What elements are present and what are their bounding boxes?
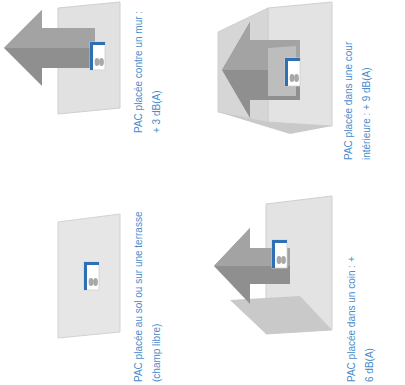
wall-scene [4, 2, 120, 114]
caption-text: PAC placée au sol ou sur une terrasse (c… [130, 202, 165, 382]
caption-label: PAC placée au sol ou sur une terrasse (c… [130, 202, 165, 382]
free-field-scene [58, 214, 120, 338]
caption-text: PAC placée dans un coin : + 6 dB(A) [343, 254, 378, 382]
caption-label: PAC placée contre un mur : + 3 dB(A) [130, 5, 165, 133]
caption-label: PAC placée dans une cour intérieure : + … [340, 14, 375, 160]
caption-label: PAC placée dans un coin : + 6 dB(A) [343, 254, 378, 382]
caption-text: PAC placée dans une cour intérieure : + … [340, 14, 375, 160]
corner-scene [214, 196, 332, 334]
courtyard-scene [218, 2, 332, 134]
caption-text: PAC placée contre un mur : + 3 dB(A) [130, 5, 165, 133]
